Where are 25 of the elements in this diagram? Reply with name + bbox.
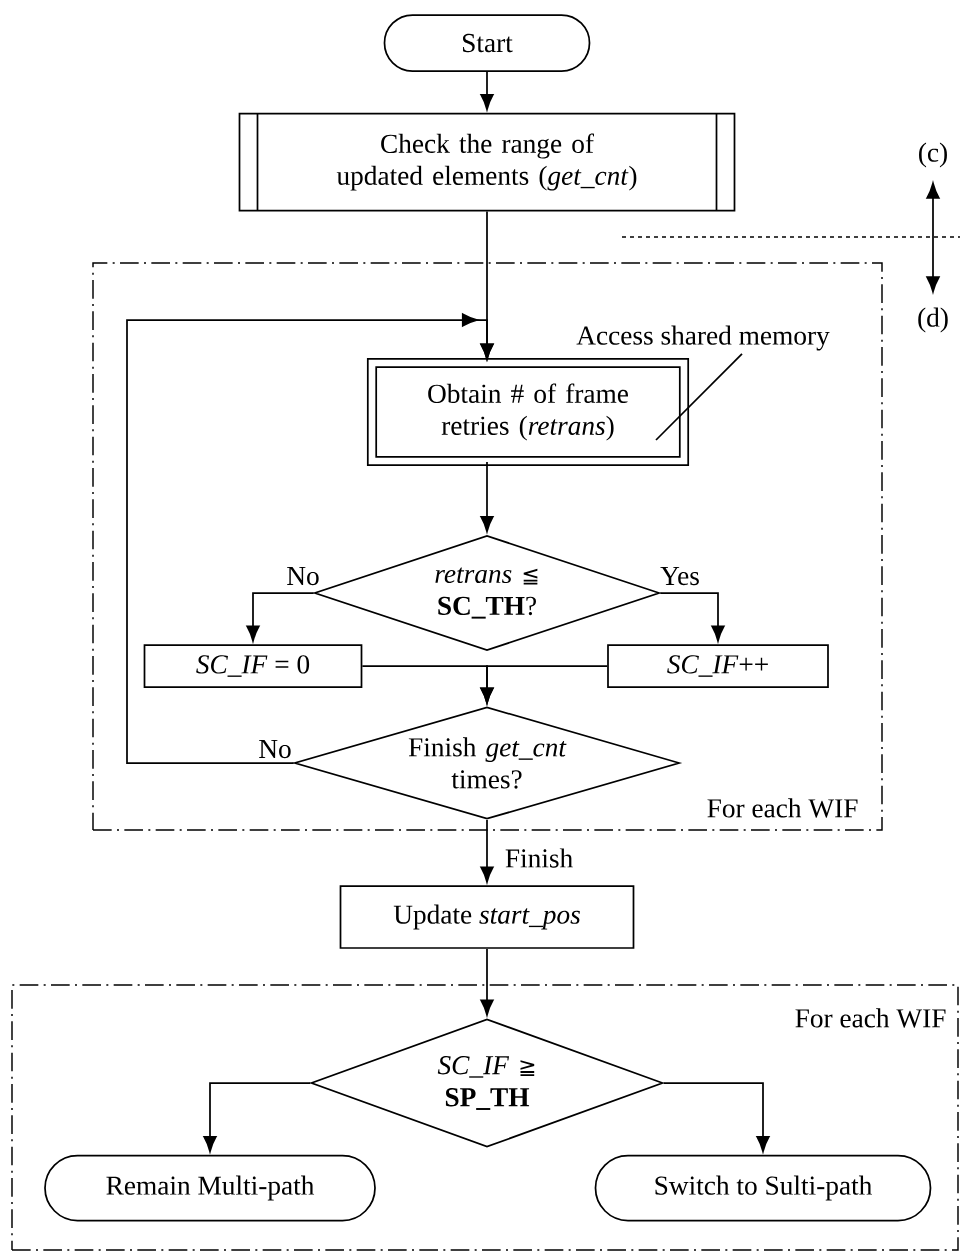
arrow — [480, 819, 494, 883]
terminal-box: Switch to Sulti-path — [594, 1154, 932, 1222]
edge-label: Yes — [660, 567, 699, 586]
terminal-box: Remain Multi-path — [44, 1154, 376, 1222]
process-box: Update start_pos — [339, 885, 635, 949]
arrow — [480, 461, 494, 533]
arrow — [480, 948, 494, 1016]
subroutine-box: Check the range of updated elements (get_cnt) — [238, 112, 736, 212]
terminal-box: Start — [383, 14, 591, 72]
process-box: Obtain # of frame retries (retrans) — [366, 357, 690, 467]
annotation-text: Access shared memory — [576, 325, 830, 351]
edge-label: No — [259, 740, 291, 759]
process-box: SC_IF++ — [607, 644, 829, 688]
arrow — [126, 313, 494, 764]
arrow — [662, 1082, 770, 1153]
arrow — [246, 592, 315, 642]
arrow — [480, 71, 494, 111]
process-box: SC_IF = 0 — [143, 644, 363, 688]
arrow — [203, 1082, 312, 1153]
arrow — [659, 592, 725, 642]
leader-line — [655, 353, 743, 441]
arrow — [480, 665, 608, 704]
edge-label: Finish — [505, 848, 573, 868]
section-label: (c) — [919, 142, 947, 168]
section-label: (d) — [918, 307, 948, 333]
